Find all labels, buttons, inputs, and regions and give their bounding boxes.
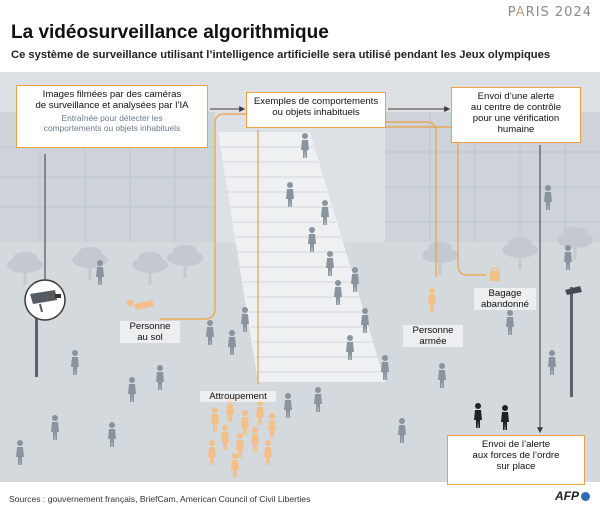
- lamp-icon: [565, 286, 582, 397]
- stairs: [218, 132, 385, 382]
- line-to-armed-person: [386, 121, 437, 277]
- page-title: La vidéosurveillance algorithmique: [11, 22, 329, 43]
- box-images-line1: Images filmées par des caméras: [42, 89, 182, 100]
- bag-icon: [490, 267, 500, 281]
- camera-pole: [35, 317, 38, 377]
- label-attroupement: Attroupement: [200, 391, 276, 402]
- line-to-person-on-ground: [160, 113, 248, 320]
- afp-logo: AFP: [555, 489, 590, 503]
- page-subtitle: Ce système de surveillance utilisant l’i…: [11, 49, 551, 61]
- sources-footer: Sources : gouvernement français, BriefCa…: [9, 494, 311, 504]
- box-images-line2: de surveillance et analysées par l’IA: [35, 100, 189, 111]
- paris-2024-brand: PARIS 2024: [507, 5, 592, 20]
- person-on-ground-figure: [126, 299, 154, 310]
- surveillance-scene: Images filmées par des caméras de survei…: [0, 72, 600, 485]
- box-images-filmees: Images filmées par des caméras de survei…: [16, 85, 208, 148]
- camera-icon: [24, 279, 66, 321]
- flow-arrows: [44, 106, 543, 434]
